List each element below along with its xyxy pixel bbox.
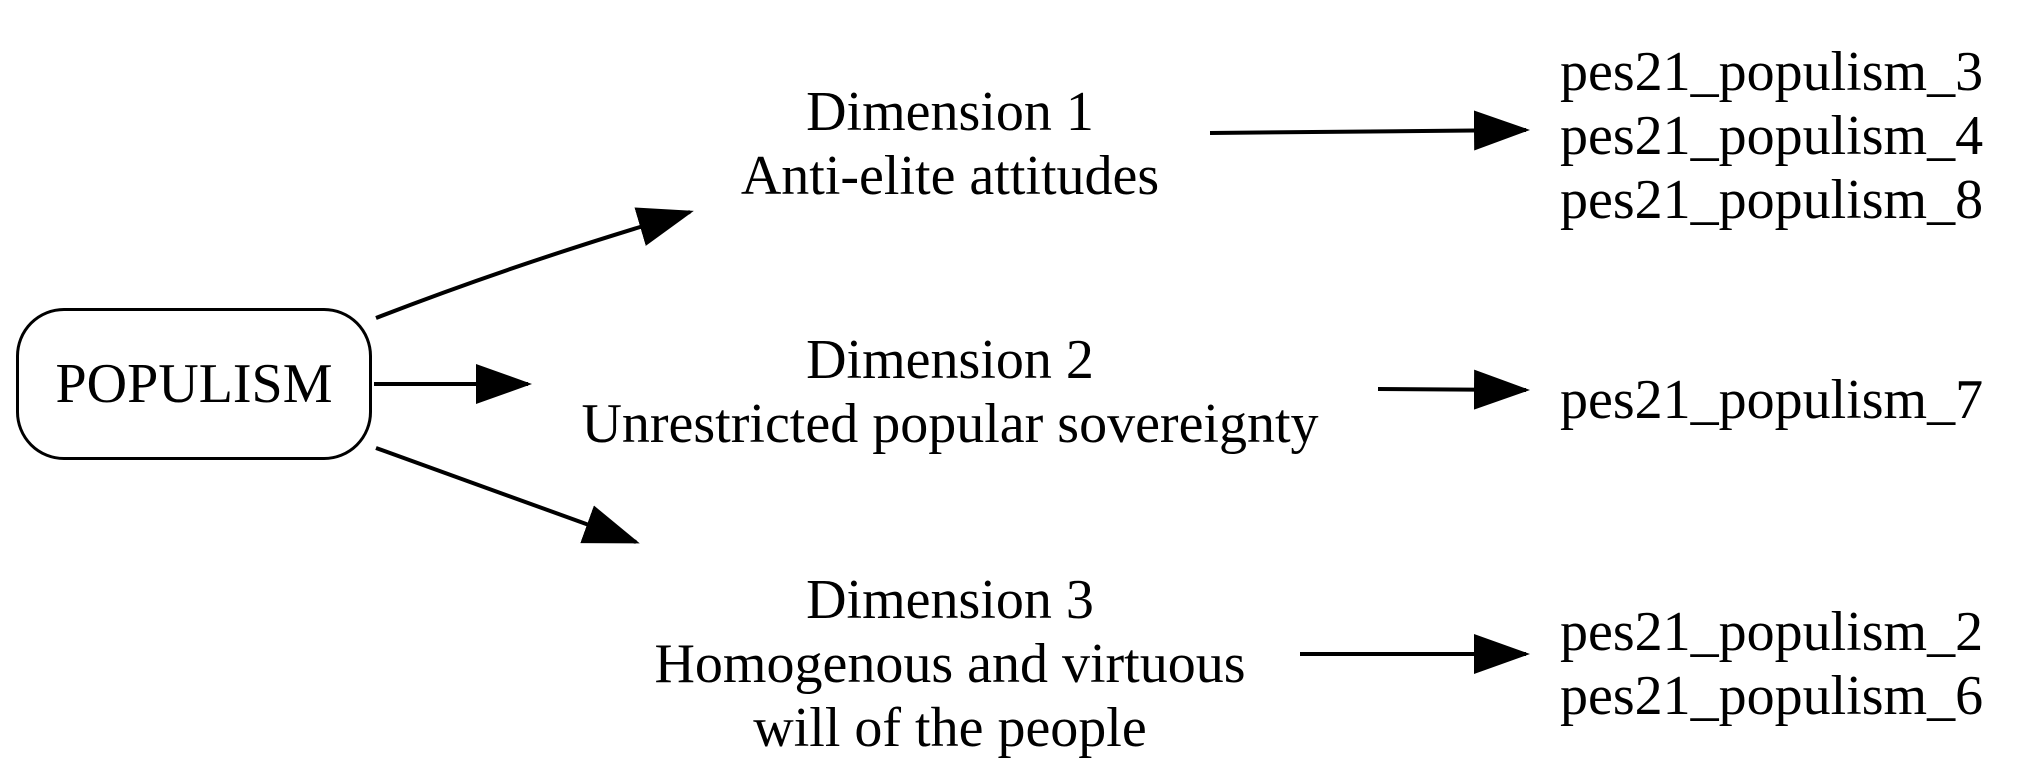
dimension-2-node: Dimension 2 Unrestricted popular soverei…: [480, 328, 1420, 456]
dimension-2-items: pes21_populism_7: [1560, 368, 1983, 432]
dimension-2-description: Unrestricted popular sovereignty: [581, 393, 1319, 455]
item-label: pes21_populism_7: [1560, 369, 1984, 431]
dimension-3-description-line-2: will of the people: [753, 697, 1147, 759]
populism-node-label: POPULISM: [55, 353, 333, 415]
arrow-root-to-dimension-1: [375, 207, 694, 320]
item-label: pes21_populism_3: [1560, 41, 1984, 103]
dimension-1-items: pes21_populism_3 pes21_populism_4 pes21_…: [1560, 40, 1983, 232]
item-label: pes21_populism_8: [1560, 169, 1984, 231]
item-label: pes21_populism_4: [1560, 105, 1984, 167]
dimension-3-description-line-1: Homogenous and virtuous: [654, 633, 1246, 695]
dimension-1-node: Dimension 1 Anti-elite attitudes: [560, 80, 1340, 208]
populism-node: POPULISM: [16, 308, 372, 460]
arrow-root-to-dimension-3: [375, 446, 640, 544]
arrow-dimension-2-to-items: [1377, 369, 1530, 410]
dimension-1-title: Dimension 1: [806, 81, 1094, 143]
dimension-3-items: pes21_populism_2 pes21_populism_6: [1560, 600, 1983, 728]
dimension-2-title: Dimension 2: [806, 329, 1094, 391]
arrow-dimension-1-to-items: [1209, 110, 1530, 151]
item-label: pes21_populism_2: [1560, 601, 1984, 663]
dimension-3-node: Dimension 3 Homogenous and virtuous will…: [520, 568, 1380, 760]
item-label: pes21_populism_6: [1560, 665, 1984, 727]
dimension-3-title: Dimension 3: [806, 569, 1094, 631]
dimension-1-description: Anti-elite attitudes: [740, 145, 1160, 207]
